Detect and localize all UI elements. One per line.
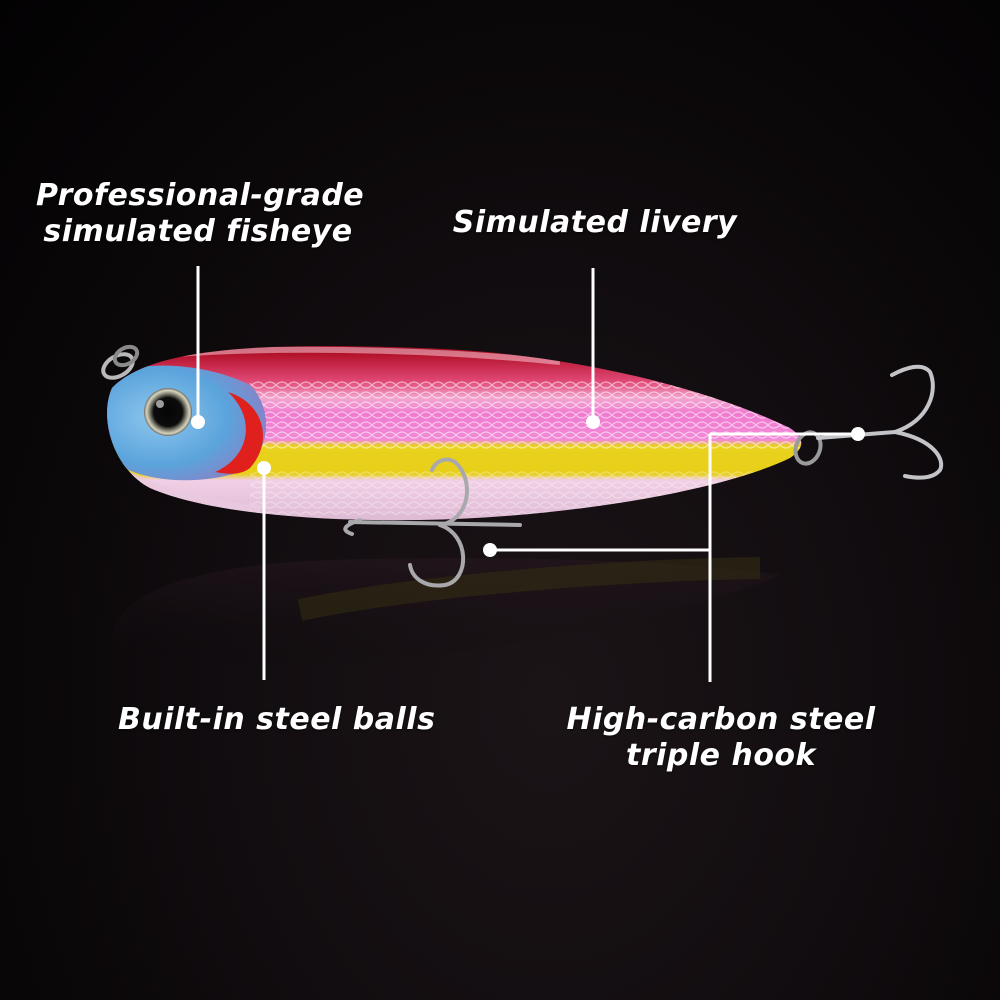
treble-hook-icon	[343, 457, 522, 588]
callout-livery-label: Simulated livery	[448, 205, 742, 241]
callout-lines	[196, 266, 858, 682]
callout-line: Simulated livery	[452, 205, 738, 240]
callout-steel-balls-label: Built-in steel balls	[118, 702, 436, 738]
treble-hook-icon	[793, 364, 944, 480]
callout-line: Built-in steel balls	[118, 702, 436, 737]
callout-triple-hook-label: High-carbon steel triple hook	[566, 702, 876, 774]
split-ring-icon	[101, 344, 140, 380]
lure-reflection	[112, 557, 780, 664]
callout-line: Professional-grade	[36, 178, 365, 213]
callout-line: simulated fisheye	[43, 214, 353, 249]
callout-dots	[191, 415, 865, 557]
callout-line: High-carbon steel	[566, 702, 876, 737]
eye-icon	[144, 388, 192, 436]
callout-fisheye-label: Professional-grade simulated fisheye	[36, 178, 365, 250]
callout-line: triple hook	[626, 738, 816, 773]
